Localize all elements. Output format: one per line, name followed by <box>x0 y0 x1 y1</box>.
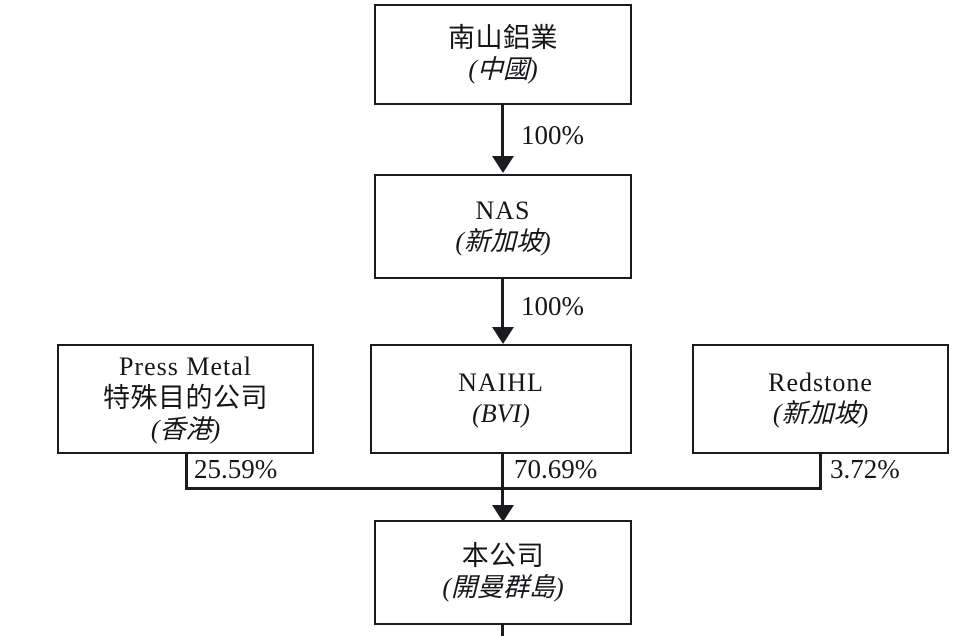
edge-naihl-to-company-label: 70.69% <box>514 454 598 484</box>
node-redstone: Redstone (新加坡) <box>692 344 949 454</box>
node-company-name: 本公司 <box>461 541 545 572</box>
edge-nanshan-to-nas-line <box>501 105 504 158</box>
edge-press-metal-to-company-drop <box>185 454 188 490</box>
node-naihl-jurisdiction: (BVI) <box>472 399 530 428</box>
company-continuation-line <box>501 625 504 636</box>
node-press-metal-jurisdiction: (香港) <box>150 414 221 444</box>
node-nanshan: 南山鋁業 (中國) <box>374 4 632 105</box>
node-press-metal-name: Press Metal <box>118 352 253 382</box>
node-naihl: NAIHL (BVI) <box>370 344 632 454</box>
edge-nas-to-naihl-arrow <box>492 327 514 344</box>
edge-nas-to-naihl-line <box>501 279 504 329</box>
node-nas: NAS (新加坡) <box>374 174 632 279</box>
node-company: 本公司 (開曼群島) <box>374 520 632 625</box>
node-press-metal: Press Metal 特殊目的公司 (香港) <box>57 344 314 454</box>
node-redstone-name: Redstone <box>768 368 873 398</box>
node-press-metal-name-line2: 特殊目的公司 <box>103 383 268 414</box>
edge-nanshan-to-nas-arrow <box>492 156 514 173</box>
edge-naihl-to-company-drop <box>501 454 504 512</box>
node-naihl-name: NAIHL <box>458 368 544 398</box>
edge-redstone-to-company-drop <box>819 454 822 490</box>
node-nas-jurisdiction: (新加坡) <box>455 226 551 256</box>
edge-redstone-to-company-label: 3.72% <box>830 454 900 484</box>
node-nanshan-name: 南山鋁業 <box>448 23 558 54</box>
node-company-jurisdiction: (開曼群島) <box>442 573 564 603</box>
edge-nas-to-naihl-label: 100% <box>521 291 584 321</box>
node-nas-name: NAS <box>475 195 531 225</box>
node-redstone-jurisdiction: (新加坡) <box>772 399 869 428</box>
edge-to-company-arrow <box>492 505 514 522</box>
edge-press-metal-to-company-label: 25.59% <box>194 454 278 484</box>
node-nanshan-jurisdiction: (中國) <box>468 55 538 85</box>
edge-nanshan-to-nas-label: 100% <box>521 120 584 150</box>
